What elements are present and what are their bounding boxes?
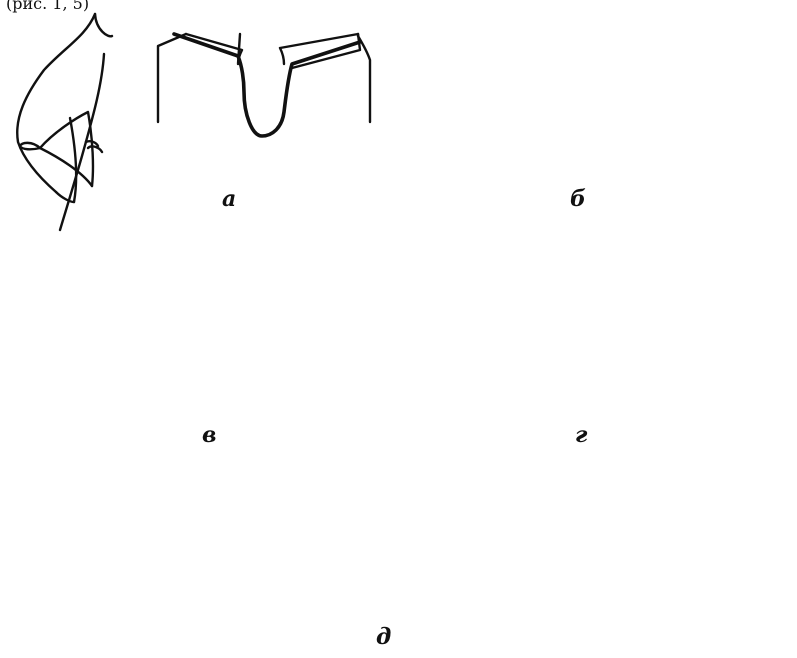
panel-label-d: д — [376, 624, 392, 650]
bodice-sketch-a — [156, 32, 372, 138]
panel-label-g: г — [575, 422, 588, 448]
panel-label-v: в — [202, 422, 217, 448]
panel-label-a: а — [222, 186, 237, 212]
top-text-fragment: (рис. 1, 5) — [6, 0, 90, 13]
panel-label-b: б — [570, 186, 586, 212]
figure-sketch-a — [16, 12, 114, 232]
panel-a — [16, 12, 372, 232]
